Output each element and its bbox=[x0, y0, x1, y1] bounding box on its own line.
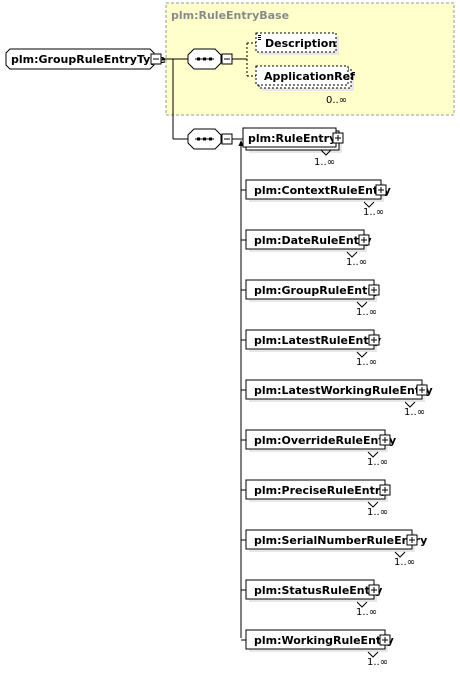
substitution-cardinality: 1..∞ bbox=[394, 557, 415, 568]
substitution-cardinality: 1..∞ bbox=[367, 457, 388, 468]
children-indicator-icon bbox=[356, 301, 368, 308]
children-indicator-icon bbox=[356, 601, 368, 608]
children-indicator-icon bbox=[367, 451, 379, 458]
root-element-group: plm:GroupRuleEntryType bbox=[5, 48, 166, 70]
substitution-label: plm:LatestWorkingRuleEntry bbox=[254, 384, 433, 397]
description-element: Description bbox=[255, 32, 339, 55]
substitution-cardinality: 1..∞ bbox=[404, 407, 425, 418]
substitution-cardinality: 1..∞ bbox=[356, 307, 377, 318]
substitution-element: plm:WorkingRuleEntry 1..∞ bbox=[241, 629, 394, 668]
description-box[interactable] bbox=[255, 32, 337, 53]
description-label: Description bbox=[265, 37, 336, 50]
sequence-compositor-base bbox=[187, 48, 237, 70]
substitution-label: plm:StatusRuleEntry bbox=[254, 584, 382, 597]
children-indicator-icon bbox=[356, 351, 368, 358]
substitution-label: plm:SerialNumberRuleEntry bbox=[254, 534, 427, 547]
substitution-label: plm:DateRuleEntry bbox=[254, 234, 372, 247]
substitution-label: plm:ContextRuleEntry bbox=[254, 184, 391, 197]
substitution-cardinality: 1..∞ bbox=[367, 507, 388, 518]
substitution-element: plm:DateRuleEntry 1..∞ bbox=[241, 229, 372, 268]
substitution-element: plm:PreciseRuleEntry 1..∞ bbox=[241, 479, 391, 518]
substitution-label: plm:PreciseRuleEntry bbox=[254, 484, 387, 497]
children-indicator-icon bbox=[346, 251, 358, 258]
children-indicator-icon bbox=[394, 551, 406, 558]
application-ref-box[interactable] bbox=[255, 65, 349, 86]
rule-entry-children-icon bbox=[320, 149, 332, 156]
substitution-element: plm:LatestRuleEntry 1..∞ bbox=[241, 329, 381, 368]
rule-entry-label: plm:RuleEntry bbox=[248, 132, 336, 145]
connector-lines bbox=[162, 42, 256, 140]
substitution-label: plm:OverrideRuleEntry bbox=[254, 434, 396, 447]
substitution-cardinality: 1..∞ bbox=[363, 207, 384, 218]
substitution-elements: plm:ContextRuleEntry1..∞plm:DateRuleEntr… bbox=[241, 179, 433, 668]
children-indicator-icon bbox=[367, 651, 379, 658]
application-ref-cardinality: 0..∞ bbox=[326, 95, 347, 106]
root-element-box[interactable] bbox=[5, 48, 155, 70]
application-ref-label: ApplicationRef bbox=[264, 70, 355, 83]
children-indicator-icon bbox=[363, 201, 375, 208]
rule-entry-cardinality: 1..∞ bbox=[314, 157, 335, 168]
substitution-arrow-icon bbox=[238, 140, 244, 146]
substitution-cardinality: 1..∞ bbox=[356, 357, 377, 368]
substitution-element: plm:SerialNumberRuleEntry 1..∞ bbox=[241, 529, 427, 568]
substitution-cardinality: 1..∞ bbox=[346, 257, 367, 268]
children-indicator-icon bbox=[404, 401, 416, 408]
substitution-label: plm:WorkingRuleEntry bbox=[254, 634, 394, 647]
rule-entry-element: plm:RuleEntry 1..∞ bbox=[242, 127, 344, 168]
substitution-label: plm:GroupRuleEntry bbox=[254, 284, 380, 297]
substitution-cardinality: 1..∞ bbox=[356, 607, 377, 618]
root-element-label: plm:GroupRuleEntryType bbox=[11, 53, 166, 66]
application-ref-element: ApplicationRef 0..∞ bbox=[255, 65, 355, 106]
children-indicator-icon bbox=[367, 501, 379, 508]
substitution-element: plm:GroupRuleEntry 1..∞ bbox=[241, 279, 380, 318]
substitution-element: plm:ContextRuleEntry 1..∞ bbox=[241, 179, 391, 218]
sequence-compositor-main bbox=[187, 128, 236, 150]
substitution-label: plm:LatestRuleEntry bbox=[254, 334, 381, 347]
description-doc-icon bbox=[258, 35, 261, 40]
substitution-element: plm:LatestWorkingRuleEntry 1..∞ bbox=[241, 379, 433, 418]
substitution-cardinality: 1..∞ bbox=[367, 657, 388, 668]
substitution-element: plm:StatusRuleEntry 1..∞ bbox=[241, 579, 382, 618]
substitution-element: plm:OverrideRuleEntry 1..∞ bbox=[241, 429, 396, 468]
rule-entry-base-label: plm:RuleEntryBase bbox=[171, 9, 289, 22]
